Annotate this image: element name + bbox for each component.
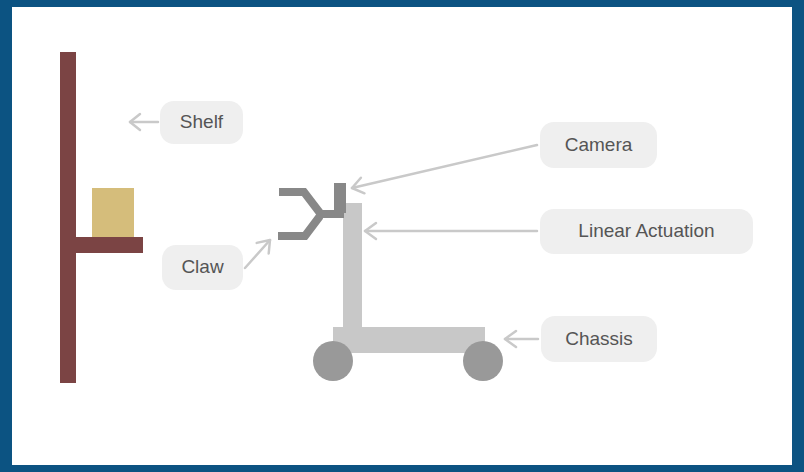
arrow-head	[505, 331, 516, 347]
part-label: Linear Actuation	[578, 221, 714, 242]
wheel	[313, 341, 353, 381]
part-label: Chassis	[565, 329, 633, 350]
label-pill: Camera	[540, 122, 657, 168]
claw-symbol	[278, 192, 344, 236]
linear-actuator	[343, 203, 362, 338]
leader-line	[505, 338, 538, 341]
leader-line	[365, 230, 537, 233]
chassis-body	[333, 327, 485, 353]
shelf-upright	[60, 52, 76, 383]
wheel	[463, 341, 503, 381]
page-background	[12, 7, 792, 465]
arrow-head	[365, 223, 376, 239]
claw-lower-jaw	[278, 216, 320, 236]
cargo-box	[92, 188, 134, 237]
arrow-head	[352, 178, 365, 194]
part-label: Claw	[181, 257, 223, 278]
claw-upper-jaw	[279, 192, 320, 213]
label-pill: Linear Actuation	[540, 209, 753, 254]
leader-arrows	[130, 114, 538, 347]
label-pill: Claw	[162, 245, 243, 290]
shelf-board	[60, 237, 143, 253]
leader-line	[245, 240, 270, 268]
label-pill: Chassis	[541, 316, 657, 362]
part-label: Shelf	[180, 112, 223, 133]
camera-body	[334, 183, 346, 213]
arrow-head	[130, 114, 140, 130]
arrow-head	[257, 240, 270, 254]
leader-line	[352, 145, 537, 188]
label-pill: Shelf	[160, 101, 243, 144]
leader-line	[130, 121, 158, 124]
part-label: Camera	[565, 135, 633, 156]
claw-mount	[318, 210, 344, 218]
